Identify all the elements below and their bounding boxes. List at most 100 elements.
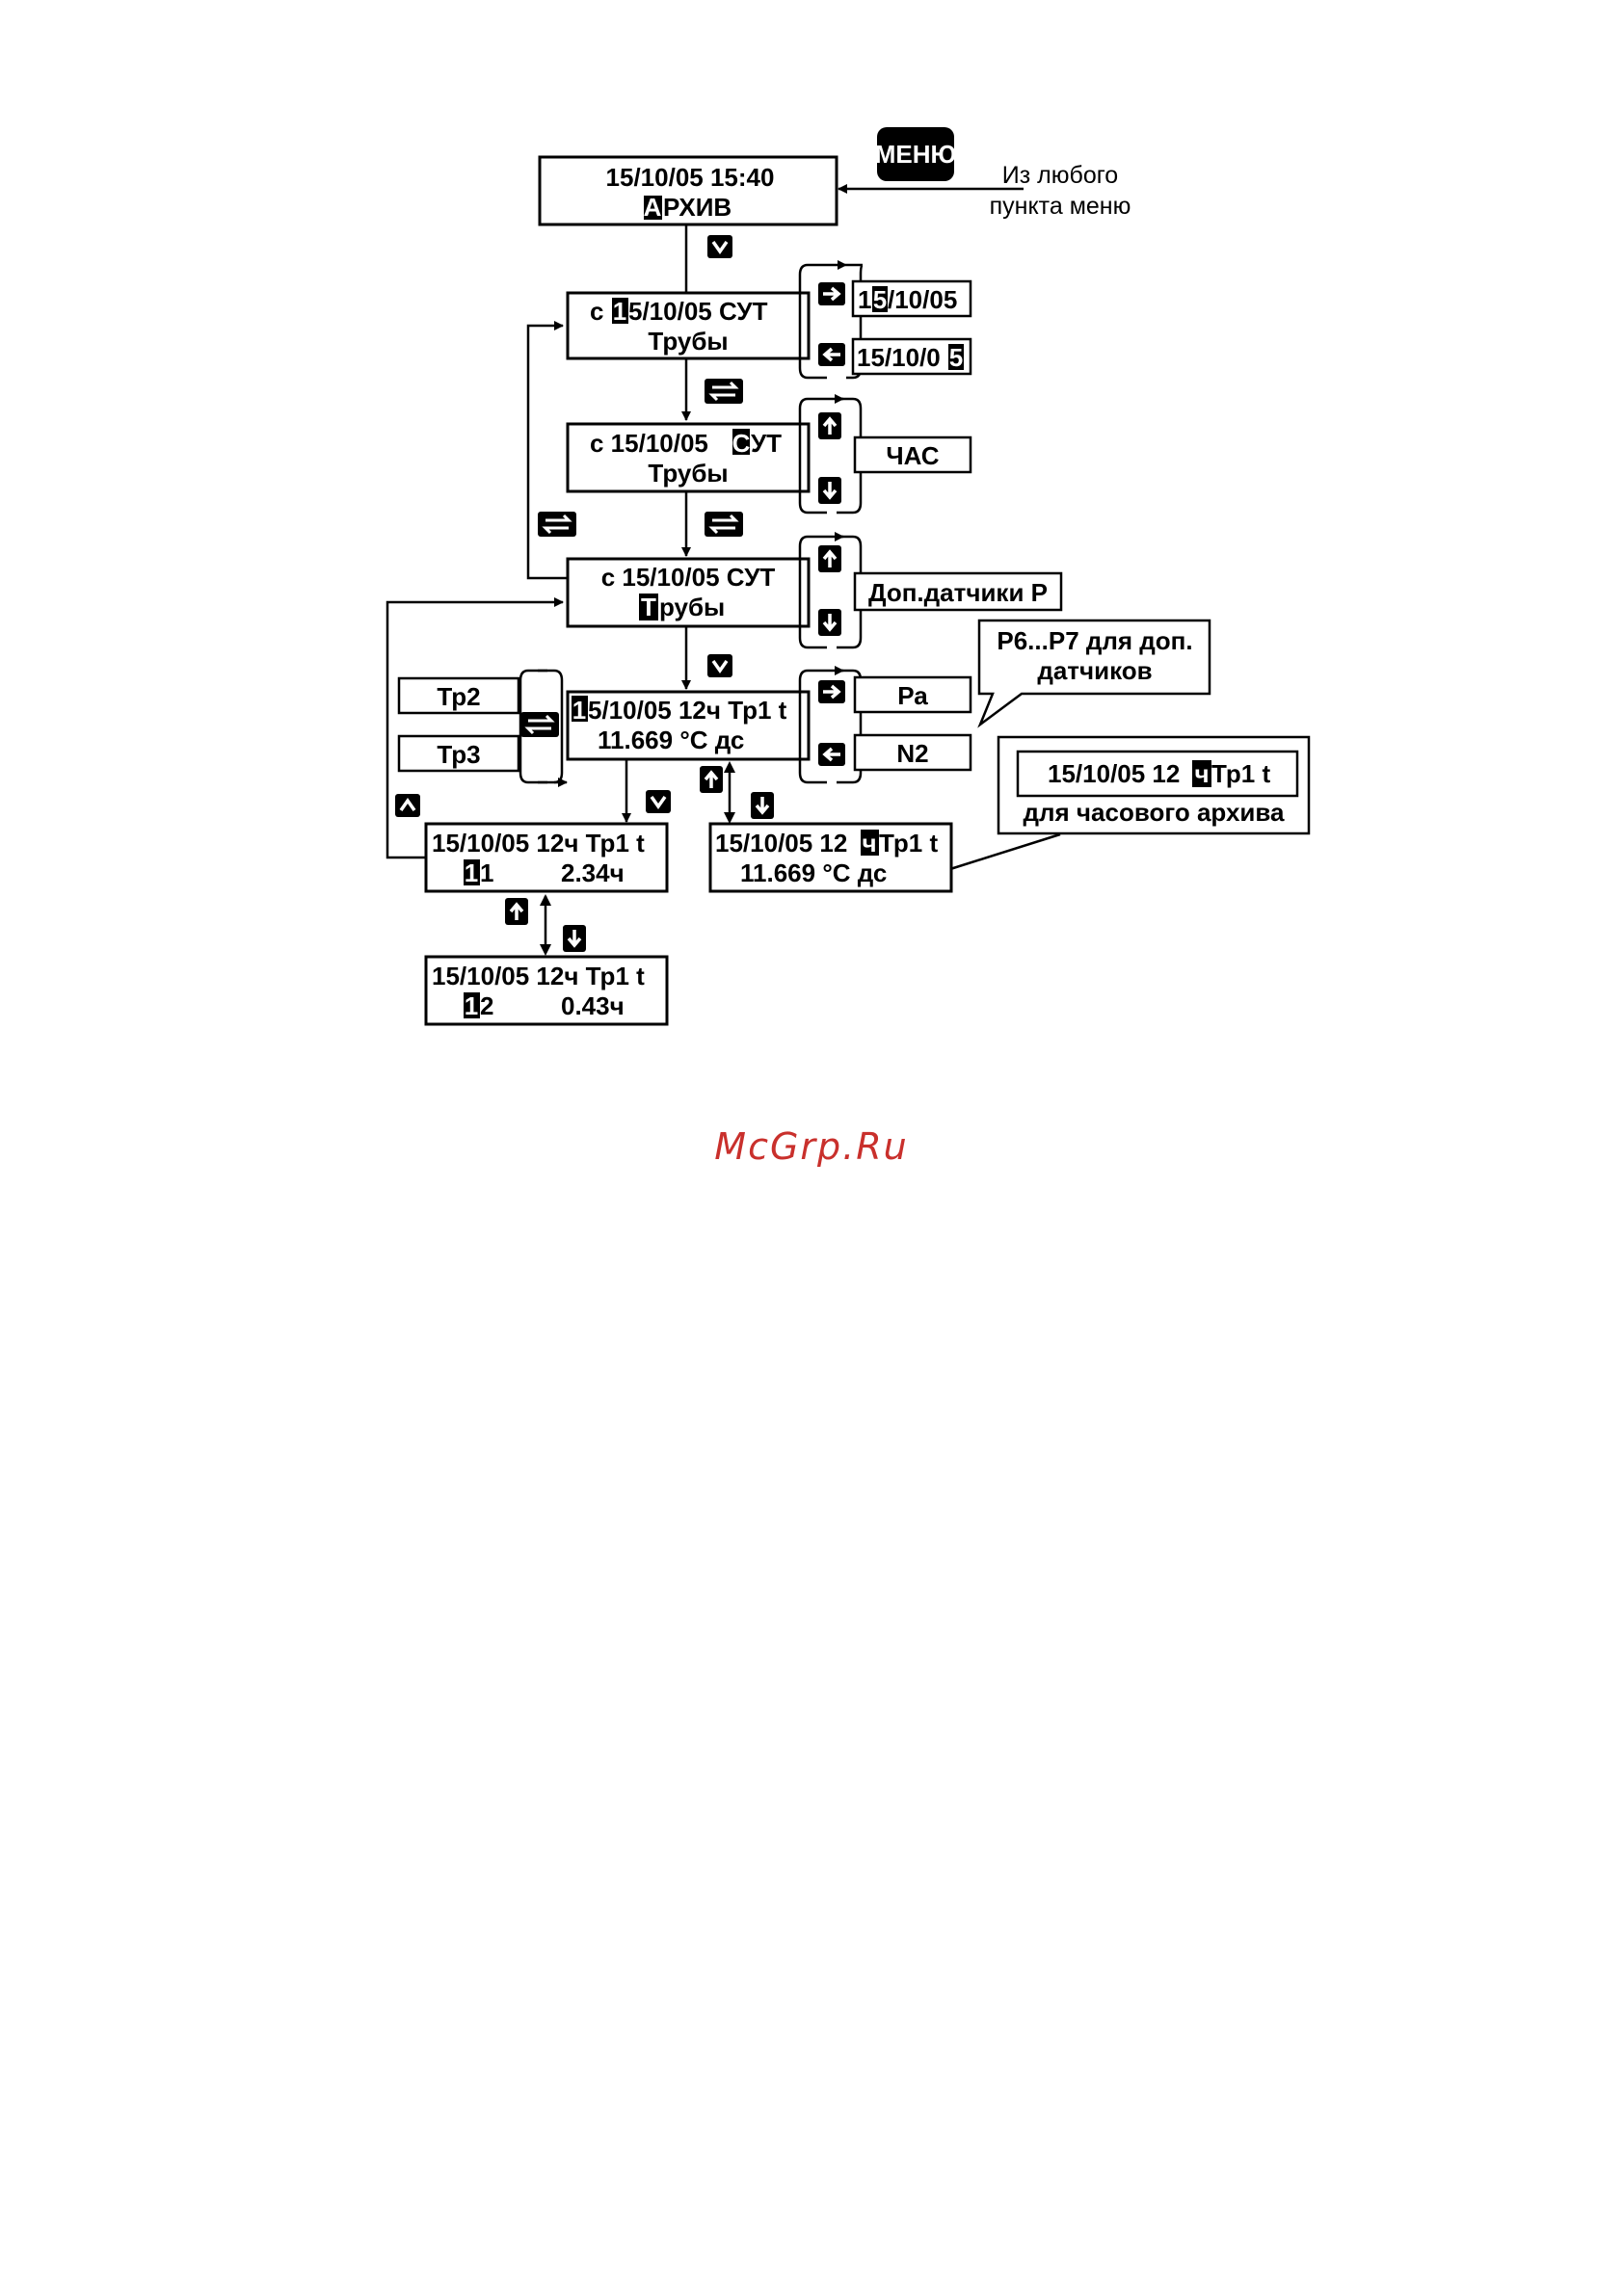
param-option-label: Ра xyxy=(897,681,928,710)
type-option-label: ЧАС xyxy=(886,441,939,470)
record-screen-row2: 11.669 °С дс xyxy=(598,726,744,754)
object-screen: с 15/10/05 СУТ Т рубы xyxy=(566,557,811,628)
cursor-block xyxy=(464,992,480,1018)
hourly-screen-cursor: ч xyxy=(862,829,876,858)
detail-2-cursor: 1 xyxy=(465,991,478,1020)
hourly-sample-post: Тр1 t xyxy=(1211,759,1270,788)
archive-screen-row1: 15/10/05 15:40 xyxy=(606,163,775,192)
swap-key-icon xyxy=(705,379,743,404)
date-screen-cursor: 1 xyxy=(613,297,626,326)
detail-2-value: 0.43ч xyxy=(561,991,625,1020)
detail-1-row1: 15/10/05 12ч Тр1 t xyxy=(432,829,645,858)
hourly-screen-row2: 11.669 °С дс xyxy=(740,858,887,887)
detail-2-row1: 15/10/05 12ч Тр1 t xyxy=(432,962,645,990)
date-option-post: /10/05 xyxy=(888,285,957,314)
loop-arrow xyxy=(526,321,568,580)
cursor-block xyxy=(464,859,480,885)
right-key-icon xyxy=(818,282,845,305)
down-key-icon xyxy=(707,235,732,258)
param-option-2: N2 xyxy=(853,733,972,772)
bracket xyxy=(846,263,864,380)
down-key-icon xyxy=(707,654,732,677)
record-screen-cursor: 1 xyxy=(572,696,586,725)
type-screen: с 15/10/05 С УТ Трубы xyxy=(566,422,811,493)
archive-screen-cursor: А xyxy=(644,193,662,222)
pipe-option-1: Тр2 xyxy=(397,676,520,715)
type-screen-cursor: С xyxy=(732,429,751,458)
type-screen-rest: УТ xyxy=(751,429,782,458)
hourly-sample: 15/10/05 12 ч Тр1 t для часового архива xyxy=(997,735,1311,835)
object-option-label: Доп.датчики Р xyxy=(868,578,1048,607)
date-option-1: 1 5 /10/05 xyxy=(851,279,972,318)
hourly-screen: 15/10/05 12 ч Тр1 t 11.669 °С дс xyxy=(708,822,953,893)
param-option-label: N2 xyxy=(896,739,928,768)
menu-note-line2: пункта меню xyxy=(990,193,1131,220)
type-option-hour: ЧАС xyxy=(853,435,972,474)
detail-screen-2: 15/10/05 12ч Тр1 t 1 2 0.43ч xyxy=(424,955,669,1026)
bracket xyxy=(798,263,827,380)
object-screen-row2: рубы xyxy=(659,593,725,621)
date-option-pre: 15/10/0 xyxy=(857,343,941,372)
right-key-icon xyxy=(818,680,845,703)
type-screen-row1: с 15/10/05 xyxy=(590,429,708,458)
sensors-callout: Р6...Р7 для доп. датчиков xyxy=(977,619,1211,728)
detail-2-code: 2 xyxy=(480,991,493,1020)
hourly-sample-row2: для часового архива xyxy=(1024,798,1286,827)
archive-screen: 15/10/05 15:40 А РХИВ xyxy=(538,155,838,226)
detail-1-value: 2.34ч xyxy=(561,858,625,887)
up-key-icon xyxy=(700,766,723,793)
down-arrow-key-icon xyxy=(818,477,841,504)
pipe-option-2: Тр3 xyxy=(397,734,520,773)
down-arrow-key-icon xyxy=(751,792,774,819)
type-screen-row2: Трубы xyxy=(648,459,728,488)
cursor-block xyxy=(639,594,658,620)
left-key-icon xyxy=(818,343,845,366)
swap-key-icon xyxy=(705,512,743,537)
detail-screen-1: 15/10/05 12ч Тр1 t 1 1 2.34ч xyxy=(424,822,669,893)
hourly-screen-post: Тр1 t xyxy=(879,829,938,858)
up-key-icon xyxy=(818,412,841,439)
hourly-sample-row1: 15/10/05 12 xyxy=(1048,759,1180,788)
date-option-cursor: 5 xyxy=(873,285,887,314)
date-screen: с 1 5/10/05 СУТ Трубы xyxy=(566,291,811,360)
pipe-option-label: Тр3 xyxy=(437,740,480,769)
date-option-2: 15/10/0 5 xyxy=(851,337,972,376)
swap-key-icon xyxy=(520,712,559,737)
date-screen-row1: 5/10/05 СУТ xyxy=(628,297,768,326)
cursor-block xyxy=(572,696,588,722)
swap-key-icon xyxy=(538,512,576,537)
hourly-screen-row1: 15/10/05 12 xyxy=(715,829,847,858)
hourly-sample-cursor: ч xyxy=(1194,759,1209,788)
up-key-icon xyxy=(505,898,528,925)
down-arrow-key-icon xyxy=(818,609,841,636)
pipe-option-label: Тр2 xyxy=(437,682,480,711)
cursor-block xyxy=(948,344,964,370)
menu-key[interactable]: МЕНЮ xyxy=(875,127,957,181)
sensors-note-line1: Р6...Р7 для доп. xyxy=(997,626,1192,655)
param-option-1: Ра xyxy=(853,675,972,714)
cursor-block xyxy=(1192,760,1211,787)
cursor-block xyxy=(872,286,888,312)
detail-1-cursor: 1 xyxy=(465,858,478,887)
detail-1-code: 1 xyxy=(480,858,493,887)
object-screen-cursor: Т xyxy=(641,593,656,621)
callout-line xyxy=(949,832,1061,871)
sensors-note-line2: датчиков xyxy=(1037,656,1152,685)
cursor-block xyxy=(861,830,879,856)
left-key-icon xyxy=(818,743,845,766)
cursor-block xyxy=(644,196,662,220)
cursor-block xyxy=(612,298,628,324)
record-screen-row1: 5/10/05 12ч Тр1 t xyxy=(588,696,787,725)
archive-screen-row2: РХИВ xyxy=(663,193,732,222)
date-option-pre: 1 xyxy=(858,285,871,314)
menu-note-line1: Из любого xyxy=(1002,162,1118,189)
date-screen-prefix: с xyxy=(590,297,603,326)
menu-key-label: МЕНЮ xyxy=(875,140,957,169)
loop-arrow xyxy=(386,597,564,859)
date-screen-row2: Трубы xyxy=(648,327,728,356)
up-caret-key-icon xyxy=(395,794,420,817)
up-key-icon xyxy=(818,545,841,572)
object-screen-row1: с 15/10/05 СУТ xyxy=(601,563,776,592)
date-option-cursor: 5 xyxy=(949,343,963,372)
